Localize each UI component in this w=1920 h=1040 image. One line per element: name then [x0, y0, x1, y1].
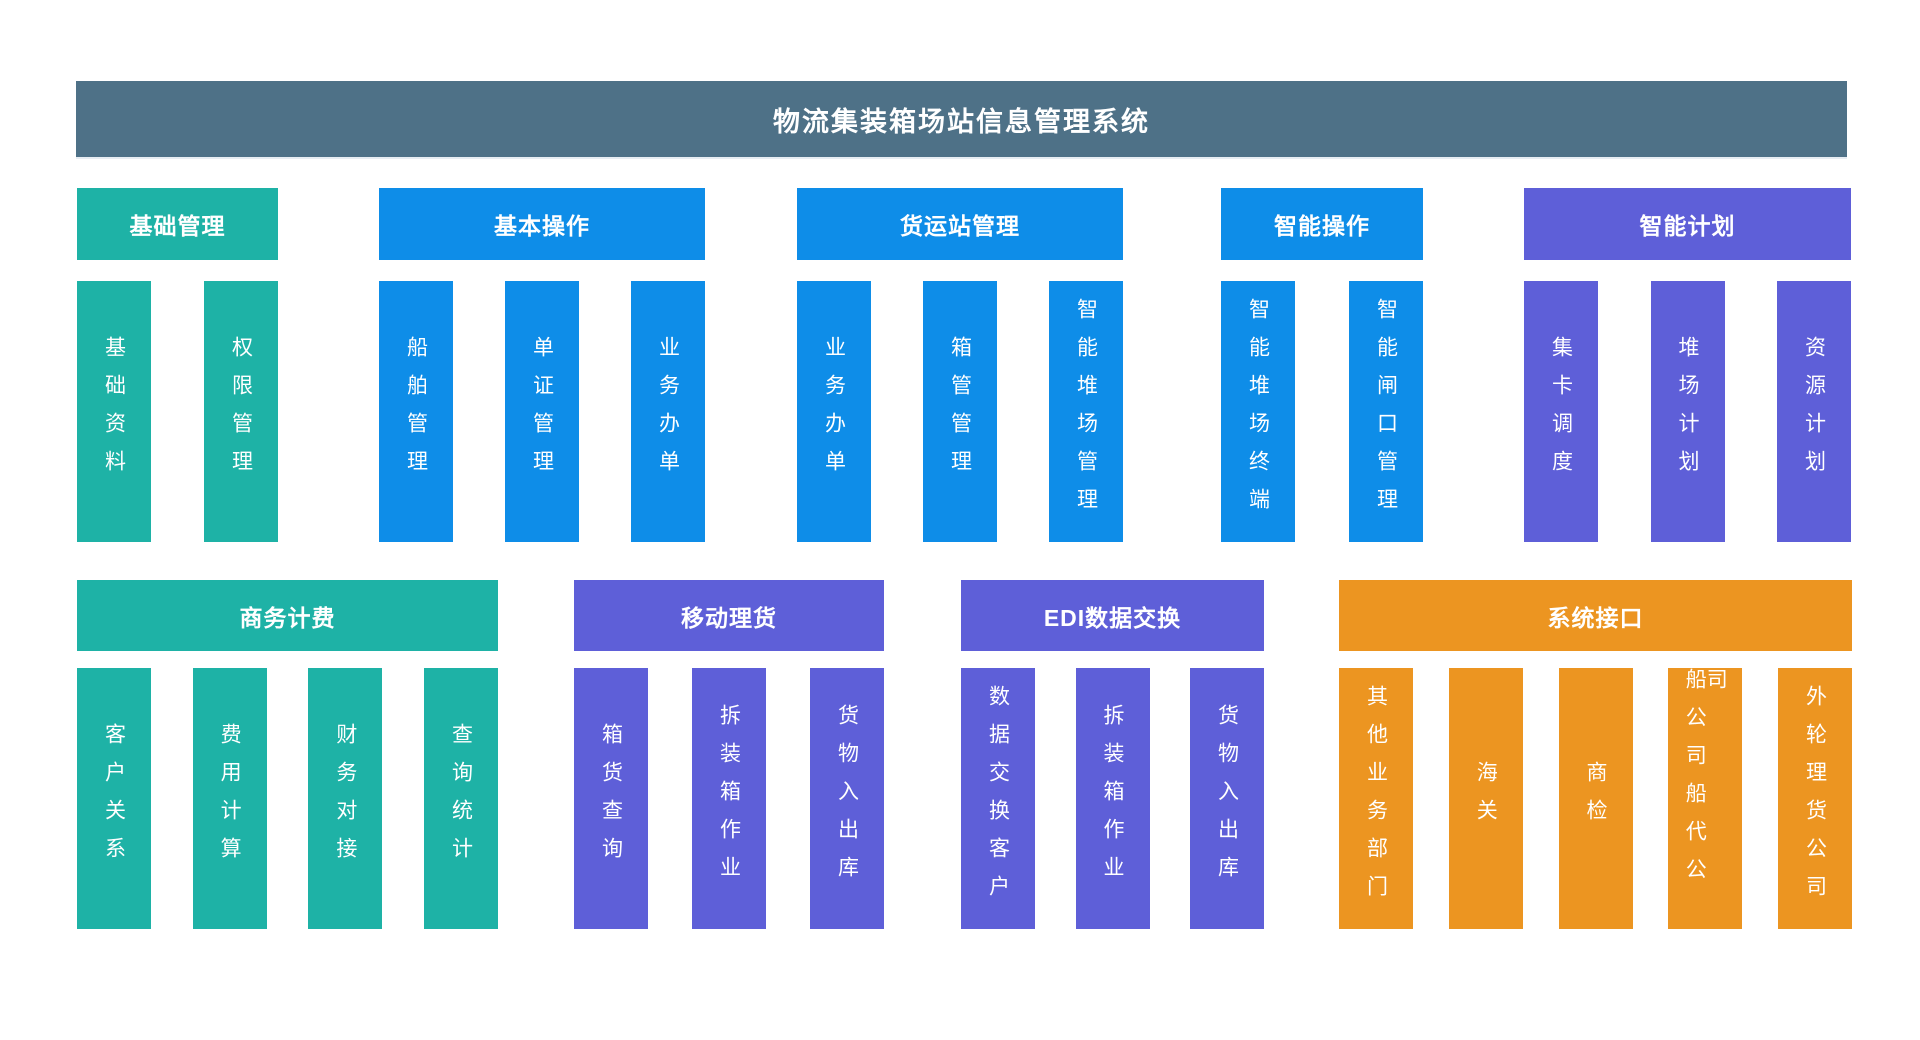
- col-other-business-departments-label: 其他业务部门: [1364, 684, 1388, 913]
- group-freight-station-management-columns: 业务办单 箱管管理 智能堆场管理: [797, 281, 1123, 542]
- col-commodity-inspection: 商检: [1558, 668, 1633, 929]
- col-smart-yard-terminal: 智能堆场终端: [1221, 281, 1295, 542]
- col-truck-dispatch-label: 集卡调度: [1549, 335, 1573, 488]
- system-title-bar: 物流集装箱场站信息管理系统: [76, 81, 1847, 159]
- col-container-cargo-query: 箱货查询: [574, 668, 648, 929]
- group-commercial-billing: 商务计费客户关系 费用计算 财务对接 查询统计: [77, 580, 498, 929]
- col-business-order: 业务办单: [631, 281, 705, 542]
- col-finance-integration: 财务对接: [308, 668, 383, 929]
- col-container-cargo-query-label: 箱货查询: [599, 722, 623, 875]
- col-fee-calculation-label: 费用计算: [218, 722, 242, 875]
- col-commodity-inspection-label: 商检: [1584, 760, 1607, 837]
- col-ship-management-label: 船舶管理: [404, 335, 428, 488]
- col-customer-relations: 客户关系: [77, 668, 151, 929]
- group-system-interfaces: 系统接口其他业务部门 海关 商检 船公司船代公司 外轮理货公司: [1339, 580, 1852, 929]
- group-smart-planning-columns: 集卡调度 堆场计划 资源计划: [1524, 281, 1851, 542]
- group-basic-management-columns: 基础资料 权限管理: [77, 281, 278, 542]
- group-basic-management-header: 基础管理: [77, 188, 278, 260]
- col-permission-management: 权限管理: [204, 281, 278, 542]
- col-stuffing-unstuffing-operations: 拆装箱作业: [692, 668, 766, 929]
- group-basic-operations-columns: 船舶管理 单证管理 业务办单: [379, 281, 705, 542]
- col-query-statistics: 查询统计: [423, 668, 498, 929]
- col-business-order-label: 业务办单: [656, 335, 680, 488]
- group-smart-planning-header: 智能计划: [1524, 188, 1851, 260]
- group-edi-data-exchange-columns: 数据交换客户 拆装箱作业 货物入出库: [961, 668, 1264, 929]
- col-smart-gate-management-label: 智能闸口管理: [1374, 297, 1398, 526]
- group-basic-management: 基础管理基础资料 权限管理: [77, 188, 278, 542]
- col-shipping-company-agent-label: 船公司船代公司: [1683, 668, 1728, 896]
- col-fee-calculation: 费用计算: [192, 668, 267, 929]
- col-smart-yard-terminal-label: 智能堆场终端: [1246, 297, 1270, 526]
- col-cargo-in-out-warehouse-label: 货物入出库: [835, 703, 859, 894]
- group-mobile-tally: 移动理货箱货查询 拆装箱作业 货物入出库: [574, 580, 884, 929]
- col-customs: 海关: [1448, 668, 1523, 929]
- col-smart-yard-management-label: 智能堆场管理: [1074, 297, 1098, 526]
- group-edi-data-exchange-header: EDI数据交换: [961, 580, 1264, 651]
- col-smart-yard-management: 智能堆场管理: [1049, 281, 1123, 542]
- col-basic-data: 基础资料: [77, 281, 151, 542]
- col-cargo-in-out-warehouse: 货物入出库: [1190, 668, 1264, 929]
- group-basic-operations-header: 基本操作: [379, 188, 705, 260]
- col-query-statistics-label: 查询统计: [449, 722, 473, 875]
- group-freight-station-management: 货运站管理业务办单 箱管管理 智能堆场管理: [797, 188, 1123, 542]
- col-ship-management: 船舶管理: [379, 281, 453, 542]
- col-resource-planning-label: 资源计划: [1802, 335, 1826, 488]
- group-smart-planning: 智能计划集卡调度 堆场计划 资源计划: [1524, 188, 1851, 542]
- col-truck-dispatch: 集卡调度: [1524, 281, 1598, 542]
- group-commercial-billing-columns: 客户关系 费用计算 财务对接 查询统计: [77, 668, 498, 929]
- col-container-management: 箱管管理: [923, 281, 997, 542]
- group-basic-operations: 基本操作船舶管理 单证管理 业务办单: [379, 188, 705, 542]
- system-title: 物流集装箱场站信息管理系统: [773, 106, 1150, 137]
- col-finance-integration-label: 财务对接: [333, 722, 357, 875]
- col-data-exchange-customer: 数据交换客户: [961, 668, 1035, 929]
- group-smart-operations: 智能操作智能堆场终端 智能闸口管理: [1221, 188, 1423, 542]
- col-stuffing-unstuffing-operations-label: 拆装箱作业: [1101, 703, 1124, 894]
- col-shipping-company-agent: 船公司船代公司: [1668, 668, 1743, 929]
- col-cargo-in-out-warehouse: 货物入出库: [810, 668, 884, 929]
- col-customs-label: 海关: [1474, 760, 1498, 837]
- group-mobile-tally-header: 移动理货: [574, 580, 884, 651]
- col-smart-gate-management: 智能闸口管理: [1349, 281, 1423, 542]
- col-document-management: 单证管理: [505, 281, 579, 542]
- col-permission-management-label: 权限管理: [229, 335, 253, 488]
- col-resource-planning: 资源计划: [1777, 281, 1851, 542]
- group-smart-operations-columns: 智能堆场终端 智能闸口管理: [1221, 281, 1423, 542]
- col-data-exchange-customer-label: 数据交换客户: [986, 684, 1010, 913]
- col-stuffing-unstuffing-operations: 拆装箱作业: [1075, 668, 1150, 929]
- col-business-order-label: 业务办单: [822, 335, 846, 488]
- col-foreign-ship-tally-company: 外轮理货公司: [1778, 668, 1852, 929]
- group-freight-station-management-header: 货运站管理: [797, 188, 1123, 260]
- col-customer-relations-label: 客户关系: [102, 722, 126, 875]
- group-commercial-billing-header: 商务计费: [77, 580, 498, 651]
- group-system-interfaces-header: 系统接口: [1339, 580, 1852, 651]
- col-yard-planning: 堆场计划: [1650, 281, 1725, 542]
- group-mobile-tally-columns: 箱货查询 拆装箱作业 货物入出库: [574, 668, 884, 929]
- col-document-management-label: 单证管理: [530, 335, 554, 488]
- col-other-business-departments: 其他业务部门: [1339, 668, 1413, 929]
- col-stuffing-unstuffing-operations-label: 拆装箱作业: [717, 703, 741, 894]
- col-cargo-in-out-warehouse-label: 货物入出库: [1215, 703, 1239, 894]
- group-edi-data-exchange: EDI数据交换数据交换客户 拆装箱作业 货物入出库: [961, 580, 1264, 929]
- col-container-management-label: 箱管管理: [948, 335, 972, 488]
- group-system-interfaces-columns: 其他业务部门 海关 商检 船公司船代公司 外轮理货公司: [1339, 668, 1852, 929]
- col-basic-data-label: 基础资料: [102, 335, 126, 488]
- col-business-order: 业务办单: [797, 281, 871, 542]
- col-foreign-ship-tally-company-label: 外轮理货公司: [1803, 684, 1827, 913]
- group-smart-operations-header: 智能操作: [1221, 188, 1423, 260]
- col-yard-planning-label: 堆场计划: [1676, 335, 1699, 488]
